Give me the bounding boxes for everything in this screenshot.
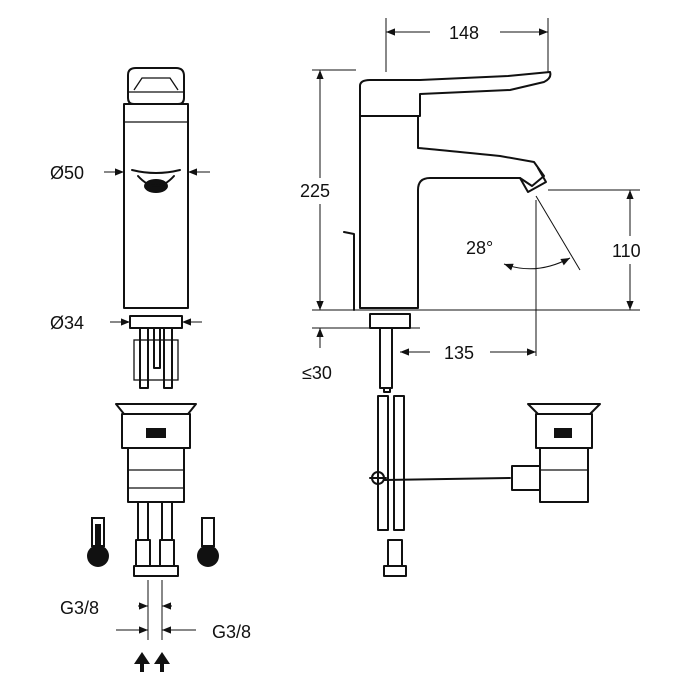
- drain-plug-top: [115, 403, 197, 415]
- label-thread-left: G3/8: [60, 598, 99, 618]
- label-spout-reach: 135: [444, 343, 474, 363]
- front-view: [87, 67, 219, 672]
- popup-rod: [343, 231, 355, 311]
- rod-left: [377, 395, 389, 531]
- label-spout-height: 110: [612, 241, 641, 261]
- drain-lever-connector: [511, 465, 541, 491]
- drain-plug-side: [527, 403, 601, 415]
- label-height-total: 225: [300, 181, 330, 201]
- supply-hose-left-top: [139, 327, 149, 389]
- nut-bar: [133, 565, 179, 577]
- label-angle: 28°: [466, 238, 493, 258]
- label-width-reach: 148: [449, 23, 479, 43]
- side-view: [312, 18, 640, 577]
- connector-left: [135, 539, 151, 567]
- double-up-arrow-icon: [134, 652, 170, 672]
- thermometer-cold-icon: [197, 517, 219, 567]
- mounting-base-side: [369, 313, 411, 329]
- thermometer-hot-icon: [87, 517, 109, 567]
- label-thread-right: G3/8: [212, 622, 251, 642]
- supply-hose-right-top: [163, 327, 173, 389]
- label-deck-thickness: ≤30: [302, 363, 332, 383]
- drain-body-lower: [127, 447, 185, 503]
- drain-body-side: [539, 447, 589, 503]
- mounting-base-front: [129, 315, 183, 329]
- rod-right: [393, 395, 405, 531]
- lever-side: [359, 71, 552, 117]
- label-diameter-base: Ø34: [50, 313, 84, 333]
- faucet-body-front: [123, 103, 189, 309]
- connector-right: [159, 539, 175, 567]
- faucet-body-side: [359, 115, 545, 309]
- label-diameter-body: Ø50: [50, 163, 84, 183]
